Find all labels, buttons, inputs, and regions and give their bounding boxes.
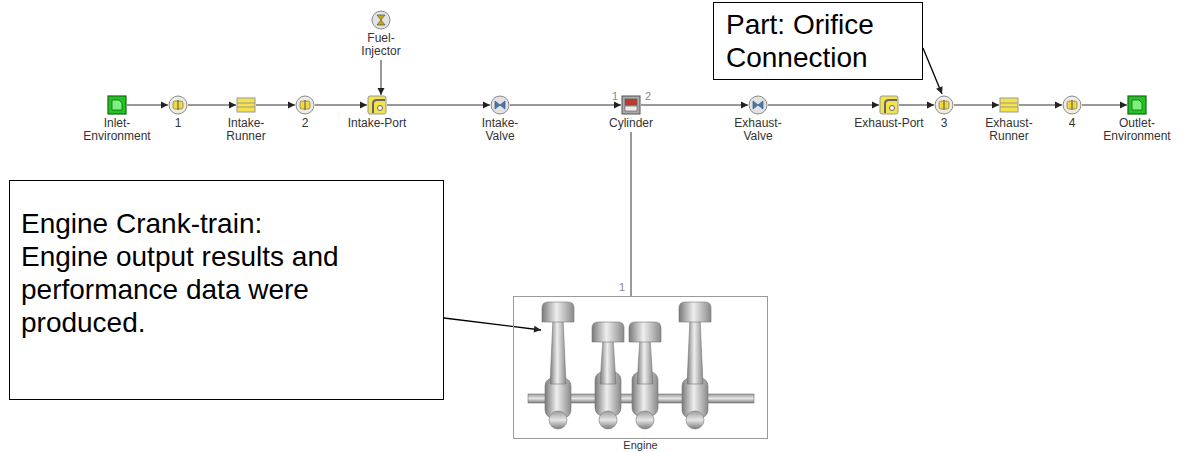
connector-line — [188, 105, 236, 106]
orifice-part: 4 — [1062, 95, 1082, 115]
node-text: Exhaust-Port — [854, 117, 923, 130]
node-text: 4 — [1069, 117, 1076, 130]
arrow-head — [161, 102, 168, 109]
node-text: 1 — [175, 117, 182, 130]
part-icon — [371, 10, 391, 30]
flow-connector — [387, 102, 490, 109]
orifice-part: 3 — [934, 95, 954, 115]
part-icon — [621, 95, 641, 115]
injector-part: Fuel- Injector — [371, 10, 391, 30]
environment-part: Inlet- Environment — [107, 95, 127, 115]
node-text: Intake- Runner — [219, 117, 274, 143]
part-icon — [999, 95, 1019, 115]
arrow-head — [936, 86, 942, 94]
node-text: Engine — [623, 439, 657, 451]
flow-connector — [188, 102, 236, 109]
part-icon — [1062, 95, 1082, 115]
arrow-head — [1055, 102, 1062, 109]
port-number: 2 — [645, 90, 651, 102]
flow-connector — [127, 102, 168, 109]
flow-connector — [899, 102, 934, 109]
flow-connector — [768, 102, 879, 109]
callout-arrow — [444, 318, 541, 333]
port-number: 1 — [612, 90, 618, 102]
part-icon — [367, 95, 387, 115]
part-icon — [490, 95, 510, 115]
flow-connector — [631, 132, 632, 296]
arrow-head — [534, 326, 541, 333]
node-text: Engine Crank-train: — [21, 207, 403, 240]
connector-line — [631, 132, 632, 296]
flow-connector — [954, 102, 999, 109]
node-text: Outlet- Environment — [1097, 117, 1177, 143]
arrow-head — [614, 102, 621, 109]
part-icon — [236, 95, 256, 115]
port-part: Intake-Port — [367, 95, 387, 115]
pistons — [542, 302, 711, 342]
arrow-head — [741, 102, 748, 109]
part-icon — [748, 95, 768, 115]
port-number: 1 — [619, 281, 625, 293]
arrow-head — [1120, 102, 1127, 109]
node-text: 2 — [302, 117, 309, 130]
flow-connector — [1019, 102, 1062, 109]
part-icon — [295, 95, 315, 115]
connector-line — [510, 105, 621, 106]
node-text: Intake- Valve — [475, 117, 525, 143]
callout-arrow — [923, 48, 943, 94]
node-text: Exhaust- Valve — [731, 117, 786, 143]
part-icon — [934, 95, 954, 115]
orifice-part: 2 — [295, 95, 315, 115]
arrow-head — [992, 102, 999, 109]
arrow-head — [483, 102, 490, 109]
connecting-rods — [550, 318, 703, 384]
node-text: Exhaust- Runner — [982, 117, 1037, 143]
valve-part: Exhaust- Valve — [748, 95, 768, 115]
arrow-head — [872, 102, 879, 109]
flow-connector — [1082, 102, 1127, 109]
node-text: Intake-Port — [348, 117, 407, 130]
pipe-part: Intake- Runner — [236, 95, 256, 115]
arrow-head — [229, 102, 236, 109]
engine-block: Engine — [513, 296, 768, 439]
node-text: 3 — [941, 117, 948, 130]
part-icon — [107, 95, 127, 115]
flow-connector — [315, 102, 367, 109]
part-icon — [168, 95, 188, 115]
node-text: Inlet- Environment — [77, 117, 157, 143]
pipe-part: Exhaust- Runner — [999, 95, 1019, 115]
flow-connector — [641, 102, 748, 109]
arrow-head — [378, 88, 385, 95]
flow-connector — [256, 102, 295, 109]
connector-line — [387, 105, 490, 106]
callout-box: Engine Crank-train:Engine output results… — [9, 180, 444, 400]
connector-line — [641, 105, 748, 106]
flow-connector — [378, 60, 385, 95]
connector-line — [315, 105, 367, 106]
orifice-part: 1 — [168, 95, 188, 115]
part-icon — [879, 95, 899, 115]
environment-part: Outlet- Environment — [1127, 95, 1147, 115]
valve-part: Intake- Valve — [490, 95, 510, 115]
arrow-head — [360, 102, 367, 109]
node-text: Cylinder — [609, 117, 653, 130]
part-icon — [1127, 95, 1147, 115]
arrow-head — [288, 102, 295, 109]
node-text: Engine output results and performance da… — [21, 240, 403, 339]
node-text: Part: Orifice Connection — [726, 8, 910, 74]
port-part: Exhaust-Port — [879, 95, 899, 115]
connector-line — [923, 48, 942, 94]
connector-line — [768, 105, 879, 106]
node-text: Fuel- Injector — [351, 32, 411, 58]
connector-line — [444, 318, 541, 330]
cylinder-part: Cylinder — [621, 95, 641, 115]
arrow-head — [927, 102, 934, 109]
flow-connector — [510, 102, 621, 109]
callout-box: Part: Orifice Connection — [713, 2, 923, 80]
